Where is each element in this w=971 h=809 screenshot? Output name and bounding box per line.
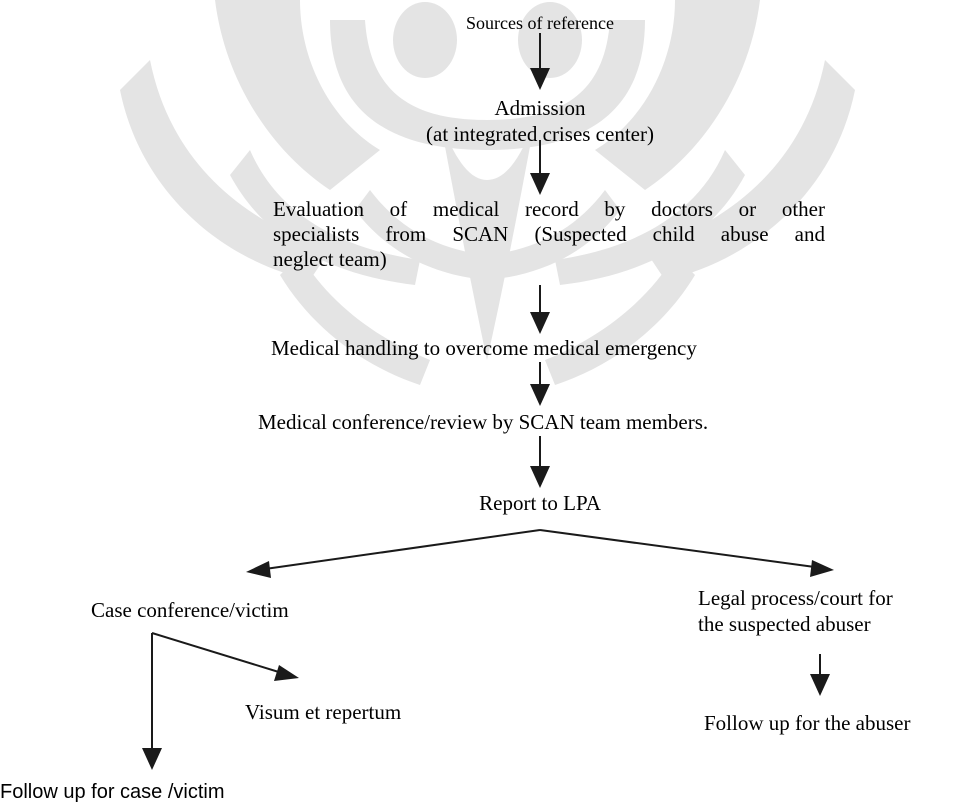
arrow-admission-to-evaluation <box>530 140 550 195</box>
node-visum-et-repertum: Visum et repertum <box>245 700 402 724</box>
evaluation-line-1: Evaluation of medical record by doctors … <box>273 197 825 221</box>
arrow-case-to-visum <box>151 632 299 681</box>
node-legal-process-line-2: the suspected abuser <box>698 612 871 636</box>
arrow-conference-to-report <box>530 436 550 488</box>
evaluation-line-3: neglect team) <box>273 247 387 271</box>
node-admission-title: Admission <box>494 96 586 120</box>
node-follow-up-victim: Follow up for case /victim <box>0 781 225 803</box>
node-medical-handling: Medical handling to overcome medical eme… <box>271 336 697 360</box>
node-evaluation: Evaluation of medical record by doctors … <box>273 197 825 272</box>
arrow-legal-to-follow-abuser <box>810 654 830 696</box>
arrow-evaluation-to-handling <box>530 285 550 334</box>
node-report-to-lpa: Report to LPA <box>479 491 601 515</box>
arrow-case-to-follow-victim <box>142 633 162 770</box>
arrow-report-to-case-conference <box>246 529 541 578</box>
arrow-report-to-legal-process <box>539 529 834 577</box>
arrow-handling-to-conference <box>530 362 550 406</box>
arrow-sources-to-admission <box>530 33 550 90</box>
node-medical-conference: Medical conference/review by SCAN team m… <box>258 410 709 434</box>
node-admission-subtitle: (at integrated crises center) <box>426 122 654 146</box>
evaluation-line-2: specialists from SCAN (Suspected child a… <box>273 222 825 246</box>
node-sources-of-reference: Sources of reference <box>466 13 614 33</box>
node-legal-process-line-1: Legal process/court for <box>698 586 893 610</box>
node-case-conference: Case conference/victim <box>91 598 289 622</box>
node-follow-up-abuser: Follow up for the abuser <box>704 711 911 735</box>
